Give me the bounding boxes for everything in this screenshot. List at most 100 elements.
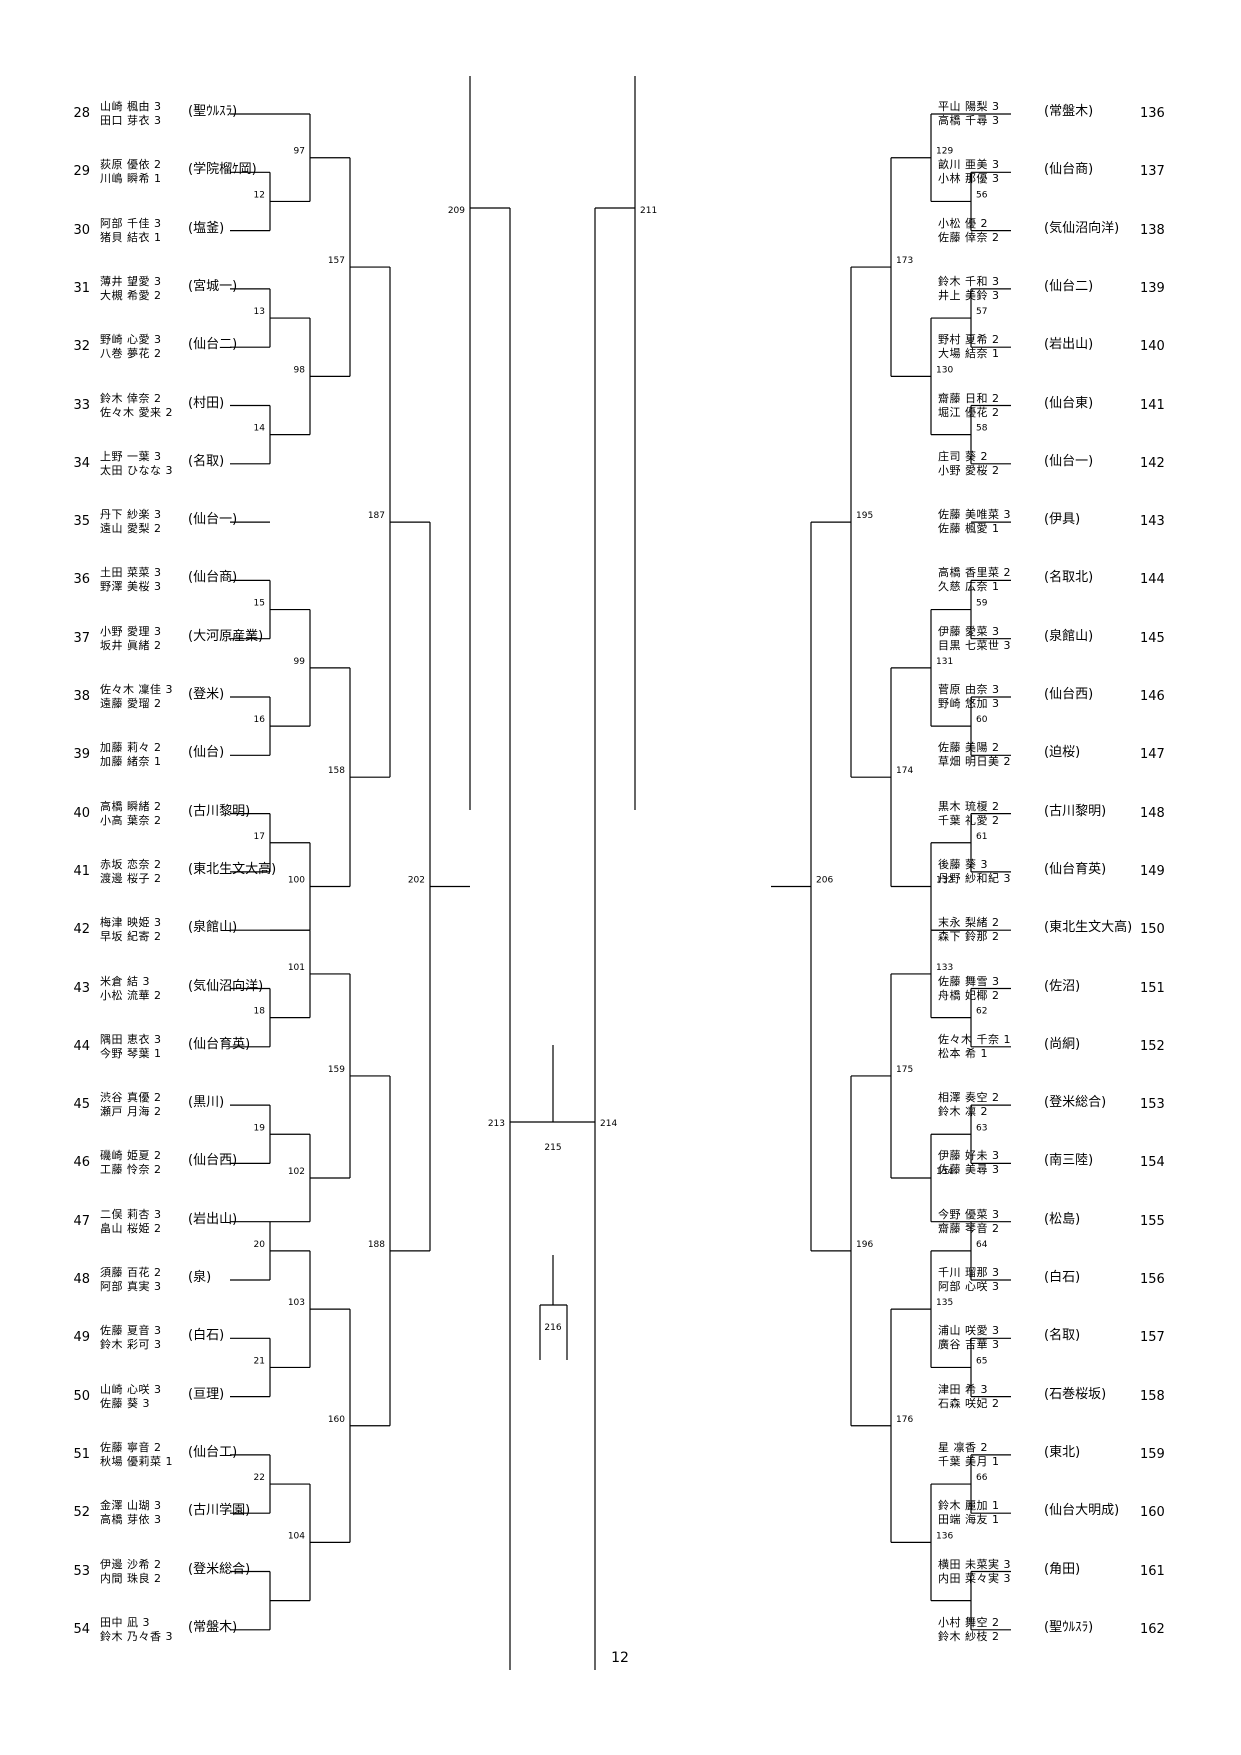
entry-school: (白石): [188, 1328, 225, 1344]
match-number: 22: [254, 1473, 265, 1483]
entry-number: 34: [73, 455, 90, 471]
entry-school: (仙台二): [1044, 278, 1094, 294]
player-2: 石森 咲妃 2: [938, 1396, 1000, 1410]
player-2: 鈴木 乃々香 3: [100, 1629, 173, 1643]
player-1: 相澤 奏空 2: [938, 1091, 1000, 1105]
match-number: 64: [976, 1240, 988, 1250]
player-2: 今野 琴葉 1: [100, 1046, 162, 1060]
player-2: 佐藤 倖奈 2: [938, 230, 1000, 244]
player-1: 末永 梨緒 2: [938, 916, 1000, 930]
player-2: 齋藤 琴音 2: [938, 1221, 1000, 1235]
entry-school: (泉): [188, 1270, 212, 1285]
match-number: 58: [976, 424, 988, 434]
entry-school: (仙台西): [188, 1153, 238, 1169]
entry-number: 153: [1140, 1097, 1165, 1113]
entry-number: 159: [1140, 1446, 1165, 1462]
entry-number: 39: [73, 747, 90, 763]
player-2: 佐藤 葵 3: [100, 1396, 150, 1410]
player-1: 佐藤 寧音 2: [100, 1440, 162, 1454]
player-2: 佐々木 愛来 2: [100, 405, 173, 419]
player-2: 阿部 心咲 3: [938, 1280, 1000, 1293]
player-1: 齋藤 日和 2: [938, 391, 1000, 405]
entry-number: 157: [1140, 1330, 1165, 1346]
entry-number: 41: [73, 863, 90, 879]
entry-number: 160: [1140, 1505, 1165, 1521]
player-1: 薄井 望愛 3: [100, 274, 162, 288]
player-1: 星 凛香 2: [938, 1440, 988, 1454]
player-2: 目黒 七菜世 3: [938, 638, 1011, 652]
entry-school: (仙台育英): [188, 1036, 251, 1052]
entry-number: 43: [73, 980, 90, 996]
entry-school: (仙台一): [188, 512, 238, 528]
match-number: 213: [488, 1119, 505, 1129]
player-2: 小松 流華 2: [100, 988, 162, 1002]
player-1: 鈴木 麗加 1: [938, 1499, 1000, 1513]
entry-number: 147: [1140, 747, 1165, 763]
player-2: 廣谷 吉華 3: [938, 1338, 1000, 1352]
player-1: 阿部 千佳 3: [100, 216, 162, 230]
entry-school: (石巻桜坂): [1044, 1386, 1107, 1402]
match-number: 65: [976, 1356, 987, 1366]
match-number: 130: [936, 365, 953, 375]
match-number: 211: [640, 206, 657, 216]
player-2: 工藤 怜奈 2: [100, 1163, 162, 1177]
player-2: 田端 海友 1: [938, 1513, 1000, 1527]
match-number: 99: [294, 657, 306, 667]
player-1: 小村 舞空 2: [938, 1615, 1000, 1629]
player-1: 荻原 優依 2: [100, 158, 162, 172]
player-1: 梅津 映姫 3: [100, 916, 162, 930]
player-2: 鈴木 凛 2: [938, 1105, 988, 1119]
entry-number: 54: [73, 1621, 90, 1637]
player-2: 千葉 礼愛 2: [938, 813, 1000, 827]
player-2: 鈴木 紗枝 2: [938, 1629, 1000, 1643]
match-number: 101: [288, 963, 305, 973]
entry-school: (登米): [188, 687, 225, 702]
entry-school: (南三陸): [1044, 1153, 1094, 1169]
match-number: 66: [976, 1473, 988, 1483]
entry-number: 36: [73, 572, 90, 588]
match-number: 206: [816, 875, 833, 885]
entry-school: (亘理): [188, 1386, 225, 1402]
player-2: 高橋 千尋 3: [938, 114, 1000, 127]
match-number: 196: [856, 1240, 873, 1250]
match-number: 19: [254, 1123, 266, 1133]
match-number: 132: [936, 875, 953, 885]
entry-number: 45: [73, 1097, 90, 1113]
entry-number: 38: [73, 689, 90, 704]
entry-number: 142: [1140, 455, 1165, 471]
player-1: 佐藤 美唯菜 3: [938, 508, 1011, 522]
entry-number: 49: [73, 1330, 90, 1346]
entry-number: 42: [73, 922, 90, 938]
entry-number: 152: [1140, 1038, 1165, 1054]
player-1: 丹下 紗楽 3: [100, 508, 162, 522]
